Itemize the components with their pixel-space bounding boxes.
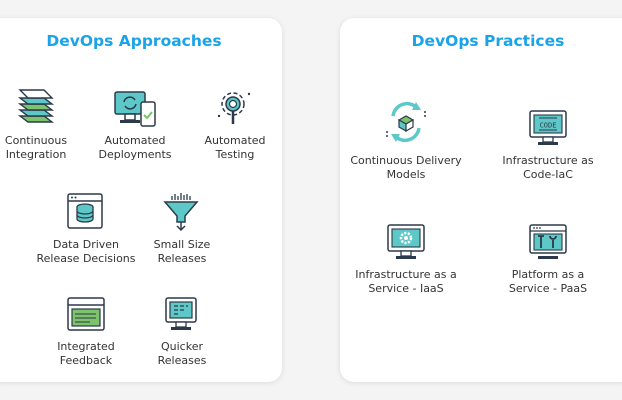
item-automated-deployments: Automated Deployments — [75, 88, 195, 162]
code-monitor-icon: CODE — [529, 110, 567, 145]
cycle-box-icon — [386, 101, 426, 143]
item-small-size-releases: Small Size Releases — [122, 190, 242, 266]
item-continuous-delivery-models: Continuous Delivery Models — [346, 96, 466, 182]
item-label: Infrastructure as Code-IaC — [502, 154, 594, 181]
item-integrated-feedback: Integrated Feedback — [26, 294, 146, 368]
code-icon-text: CODE — [540, 122, 557, 130]
tools-monitor-icon — [529, 224, 567, 259]
item-label: Continuous Delivery Models — [350, 154, 462, 181]
panel-title: DevOps Practices — [411, 32, 565, 50]
item-automated-testing: Automated Testing — [175, 86, 295, 162]
item-infrastructure-as-a-service: Infrastructure as a Service - IaaS — [346, 222, 466, 296]
item-label: Automated Deployments — [98, 134, 172, 161]
item-label: Automated Testing — [204, 134, 266, 161]
item-platform-as-a-service: Platform as a Service - PaaS — [488, 222, 608, 296]
devops-practices-panel: DevOps Practices Continuous Delivery Mod… — [340, 18, 622, 382]
devops-approaches-panel: DevOps Approaches Continuous Integration… — [0, 18, 282, 382]
item-label: Continuous Integration — [4, 134, 68, 161]
item-label: Infrastructure as a Service - IaaS — [355, 268, 457, 295]
item-continuous-integration: Continuous Integration — [0, 86, 96, 162]
feedback-browser-icon — [67, 297, 105, 331]
gear-monitor-icon — [387, 224, 425, 259]
funnel-icon — [163, 193, 199, 232]
item-label: Data Driven Release Decisions — [36, 238, 136, 265]
item-label: Platform as a Service - PaaS — [508, 268, 588, 295]
monitor-phone-sync-icon — [114, 91, 156, 127]
item-label: Small Size Releases — [153, 238, 211, 265]
gear-magnifier-icon — [217, 92, 251, 124]
item-infrastructure-as-code: CODE Infrastructure as Code-IaC — [488, 108, 608, 182]
stacked-layers-icon — [17, 89, 55, 123]
item-quicker-releases: Quicker Releases — [122, 294, 242, 368]
database-browser-icon — [67, 193, 103, 229]
item-data-driven-release-decisions: Data Driven Release Decisions — [26, 190, 146, 266]
item-label: Quicker Releases — [157, 340, 207, 367]
panel-title: DevOps Approaches — [46, 32, 222, 50]
item-label: Integrated Feedback — [57, 340, 115, 367]
calendar-monitor-icon — [165, 297, 197, 330]
